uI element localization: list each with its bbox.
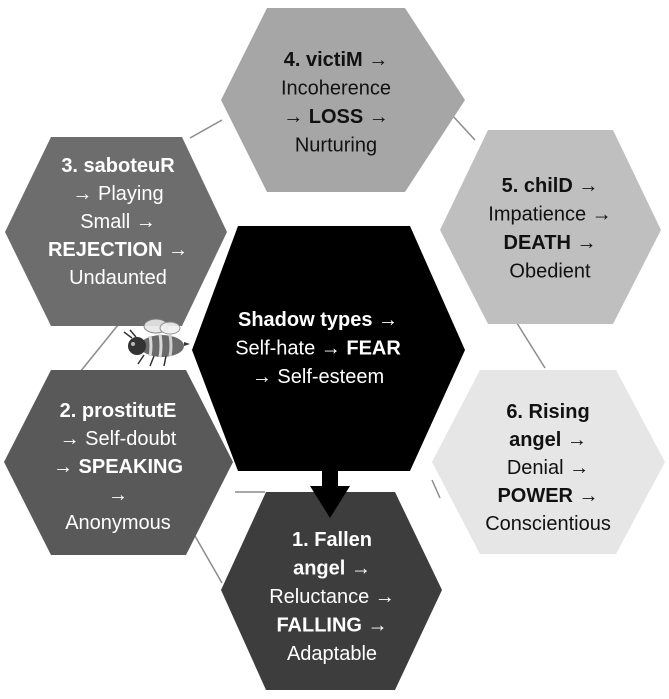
prostitute-line-5-segment-1: Anonymous xyxy=(65,512,171,534)
connector-child-rising xyxy=(514,319,546,369)
connector-saboteur-victim xyxy=(189,119,223,139)
saboteur-line-1-segment-1: 3. saboteuR xyxy=(61,155,175,177)
prostitute-line-2-segment-1: → Self-doubt xyxy=(60,428,177,450)
saboteur-line-5: Undaunted xyxy=(69,267,167,289)
center-line-3-segment-1: → Self-esteem xyxy=(252,366,384,388)
hexagon-fallen xyxy=(221,492,442,690)
child-line-3-segment-1: DEATH → xyxy=(504,232,597,254)
rising-line-2: angel → xyxy=(509,429,587,451)
hexagon-prostitute-text: 2. prostitutE → Self-doubt → SPEAKING → Anon… xyxy=(53,400,183,534)
victim-line-2: Incoherence xyxy=(281,78,391,100)
connector-fallen-prostitute xyxy=(194,535,223,584)
hexagon-victim xyxy=(221,8,465,192)
bee-icon xyxy=(123,318,190,367)
victim-line-4: Nurturing xyxy=(295,135,377,157)
victim-line-4-segment-1: Nurturing xyxy=(295,135,377,157)
connector-prostitute-saboteur xyxy=(79,324,119,373)
fallen-line-2-segment-1: angel → xyxy=(293,558,371,580)
rising-line-1-segment-1: 6. Rising xyxy=(506,401,589,423)
rising-line-4-segment-1: POWER → xyxy=(497,485,598,507)
fallen-line-2: angel → xyxy=(293,558,371,580)
saboteur-line-3-segment-1: Small → xyxy=(80,211,156,233)
connector-rising-fallen xyxy=(431,479,441,499)
hexagon-rising-text: 6. Rising angel → Denial → POWER → Conscient… xyxy=(485,401,611,535)
child-line-1-segment-1: 5. chilD → xyxy=(502,175,599,197)
center-line-1-segment-1: Shadow types → xyxy=(238,309,398,331)
hexagon-victim-text: 4. victiM → Incoherence → LOSS → Nurturing xyxy=(281,49,391,157)
victim-line-1: 4. victiM → xyxy=(284,49,388,71)
child-line-2: Impatience → xyxy=(488,204,611,226)
rising-line-5-segment-1: Conscientious xyxy=(485,513,611,535)
prostitute-line-5: Anonymous xyxy=(65,512,171,534)
rising-line-5: Conscientious xyxy=(485,513,611,535)
fallen-line-1: 1. Fallen xyxy=(292,529,372,551)
saboteur-line-5-segment-1: Undaunted xyxy=(69,267,167,289)
saboteur-line-3: Small → xyxy=(80,211,156,233)
child-line-4-segment-1: Obedient xyxy=(509,261,591,283)
saboteur-line-4: REJECTION → xyxy=(48,239,188,261)
rising-line-2-segment-1: angel → xyxy=(509,429,587,451)
saboteur-line-4-segment-1: REJECTION → xyxy=(48,239,188,261)
hexagon-fallen-text: 1. Fallen angel → Reluctance → FALLING → Ada… xyxy=(269,529,395,665)
rising-line-3-segment-1: Denial → xyxy=(507,457,589,479)
saboteur-line-2-segment-1: → Playing xyxy=(72,183,163,205)
child-line-4: Obedient xyxy=(509,261,591,283)
victim-line-3: → LOSS → xyxy=(283,106,389,128)
fallen-line-4: FALLING → xyxy=(276,615,387,637)
fallen-line-3: Reluctance → xyxy=(269,586,395,608)
rising-line-3: Denial → xyxy=(507,457,589,479)
center-line-2: Self-hate → FEAR xyxy=(235,338,401,360)
child-line-3: DEATH → xyxy=(504,232,597,254)
center-line-2-segment-2: FEAR xyxy=(346,338,401,360)
prostitute-line-3-segment-1: → SPEAKING xyxy=(53,456,183,478)
victim-line-1-segment-1: 4. victiM → xyxy=(284,49,388,71)
down-arrow-icon xyxy=(310,462,350,518)
hexagon-child-text: 5. chilD → Impatience → DEATH → Obedient xyxy=(488,175,611,283)
child-line-1: 5. chilD → xyxy=(502,175,599,197)
prostitute-line-3: → SPEAKING xyxy=(53,456,183,478)
prostitute-line-1: 2. prostitutE xyxy=(60,400,177,422)
hexagon-center xyxy=(192,226,465,471)
fallen-line-4-segment-1: FALLING → xyxy=(276,615,387,637)
hexagon-center-text: Shadow types → Self-hate → FEAR → Self-est… xyxy=(235,309,401,388)
fallen-line-5: Adaptable xyxy=(287,643,377,665)
prostitute-line-4: → xyxy=(108,484,128,506)
prostitute-line-4-segment-1: → xyxy=(108,484,128,506)
prostitute-line-2: → Self-doubt xyxy=(60,428,177,450)
victim-line-3-segment-1: → LOSS → xyxy=(283,106,389,128)
saboteur-line-2: → Playing xyxy=(72,183,163,205)
connector-lines xyxy=(79,101,546,584)
center-line-3: → Self-esteem xyxy=(252,366,384,388)
center-line-1: Shadow types → xyxy=(238,309,398,331)
hexagon-rising xyxy=(432,370,665,554)
victim-line-2-segment-1: Incoherence xyxy=(281,78,391,100)
rising-line-1: 6. Rising xyxy=(506,401,589,423)
prostitute-line-1-segment-1: 2. prostitutE xyxy=(60,400,177,422)
fallen-line-5-segment-1: Adaptable xyxy=(287,643,377,665)
center-line-2-segment-1: Self-hate → xyxy=(235,338,346,360)
hexagon-saboteur xyxy=(5,137,227,326)
rising-line-4: POWER → xyxy=(497,485,598,507)
child-line-2-segment-1: Impatience → xyxy=(488,204,611,226)
fallen-line-1-segment-1: 1. Fallen xyxy=(292,529,372,551)
hexagon-child xyxy=(440,130,661,324)
hexagon-prostitute xyxy=(4,370,233,555)
saboteur-line-1: 3. saboteuR xyxy=(61,155,175,177)
fallen-line-3-segment-1: Reluctance → xyxy=(269,586,395,608)
